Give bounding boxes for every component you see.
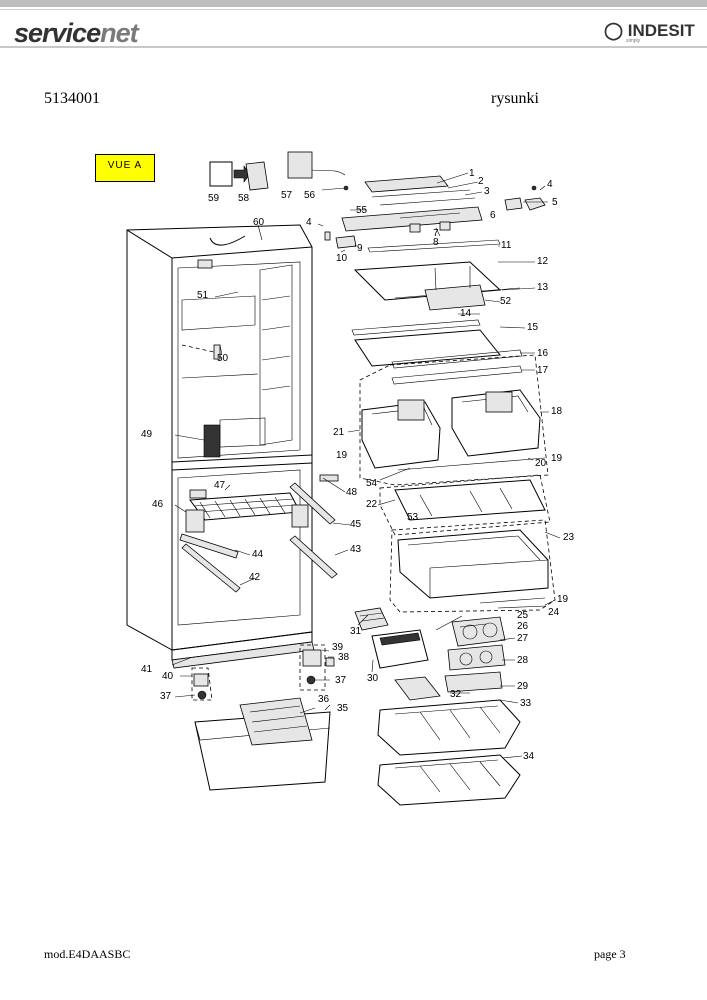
callout-label: 36: [318, 694, 330, 705]
callout-label: 24: [548, 607, 560, 618]
callout-label: 42: [249, 572, 261, 583]
callout-label: 7: [433, 228, 439, 239]
callout-label: 21: [333, 427, 345, 438]
servicenet-logo: servicenet: [14, 18, 139, 49]
callout-label: 29: [517, 681, 529, 692]
callout-label: 32: [450, 689, 462, 700]
callout-label: 15: [527, 322, 539, 333]
callout-label: 18: [551, 406, 563, 417]
callout-label: 31: [350, 626, 362, 637]
logo-main-text: service: [14, 18, 101, 48]
callout-label: 27: [517, 633, 529, 644]
callout-label: 3: [484, 186, 490, 197]
callout-label: 52: [500, 296, 512, 307]
footer-page-number: page 3: [594, 947, 626, 961]
document-caption: rysunki: [491, 90, 539, 107]
callout-label: 30: [367, 673, 379, 684]
callout-label: 49: [141, 429, 153, 440]
top-small-parts: [209, 151, 349, 191]
callout-label: 48: [346, 487, 358, 498]
indesit-logo-text: INDESIT: [627, 21, 695, 40]
callout-label: 10: [336, 253, 348, 264]
callout-label: 23: [563, 532, 575, 543]
crisper-drawers: [359, 354, 549, 486]
callout-label: 56: [304, 190, 316, 201]
feet-group: [191, 644, 335, 701]
callout-label: 20: [535, 458, 547, 469]
callout-label: 54: [366, 478, 378, 489]
callout-label: 37: [160, 691, 172, 702]
callout-label: 9: [357, 243, 363, 254]
callout-label: 38: [338, 652, 350, 663]
control-panel-parts: [324, 175, 546, 249]
callout-label: 34: [523, 751, 535, 762]
glass-cover: [379, 474, 551, 536]
callout-label: 26: [517, 621, 529, 632]
fridge-cabinet: [126, 224, 339, 669]
callout-label: 45: [350, 519, 362, 530]
header-divider: [0, 46, 707, 48]
header-top-line: [0, 9, 707, 10]
callout-leader-lines: [171, 172, 561, 759]
callout-label: 5: [552, 197, 558, 208]
callout-label: 16: [537, 348, 549, 359]
callout-label: 2: [478, 176, 484, 187]
callout-label: 35: [337, 703, 349, 714]
callout-label: 12: [537, 256, 549, 267]
callout-label: 13: [537, 282, 549, 293]
indesit-logo: ◯ INDESIT: [604, 21, 695, 41]
callout-label: 37: [335, 675, 347, 686]
callout-label: 6: [490, 210, 496, 221]
freezer-drawer-large: [389, 519, 556, 613]
ice-tray-parts: [354, 607, 506, 701]
callout-label: 11: [501, 240, 512, 251]
callout-label: 1: [469, 168, 475, 179]
callout-label: 55: [356, 205, 368, 216]
callout-label: 14: [460, 308, 472, 319]
callout-label: 19: [336, 450, 348, 461]
callout-label: 41: [141, 664, 153, 675]
callout-label: 58: [238, 193, 250, 204]
footer-model: mod.E4DAASBC: [44, 947, 131, 961]
logo-accent-text: net: [100, 18, 138, 48]
document-code: 5134001: [44, 90, 100, 107]
callout-label: 19: [551, 453, 563, 464]
callout-label: 50: [217, 353, 229, 364]
header-top-bar: [0, 0, 707, 7]
callout-label: 60: [253, 217, 265, 228]
callout-label: 8: [433, 237, 439, 248]
callout-label: 22: [366, 499, 378, 510]
view-label: VUE A: [95, 154, 155, 182]
callout-label: 39: [332, 642, 344, 653]
callout-label: 25: [517, 610, 529, 621]
callout-label: 57: [281, 190, 293, 201]
callout-label: 28: [517, 655, 529, 666]
callout-label: 43: [350, 544, 362, 555]
indesit-icon: ◯: [604, 21, 628, 40]
door-bin: [194, 697, 331, 791]
indesit-tagline: simply: [626, 38, 641, 44]
callout-label: 40: [162, 671, 174, 682]
callout-label: 46: [152, 499, 164, 510]
shelf-parts: [351, 239, 523, 385]
callout-label: 47: [214, 480, 226, 491]
callout-label: 33: [520, 698, 532, 709]
callout-label: 17: [537, 365, 549, 376]
callout-label: 51: [197, 290, 209, 301]
callout-label: 53: [407, 512, 419, 523]
callout-label: 19: [557, 594, 569, 605]
callout-label: 59: [208, 193, 220, 204]
callout-label: 44: [252, 549, 264, 560]
bottom-drawers: [377, 699, 521, 806]
callout-label: 4: [547, 179, 553, 190]
callout-label: 4: [306, 217, 312, 228]
